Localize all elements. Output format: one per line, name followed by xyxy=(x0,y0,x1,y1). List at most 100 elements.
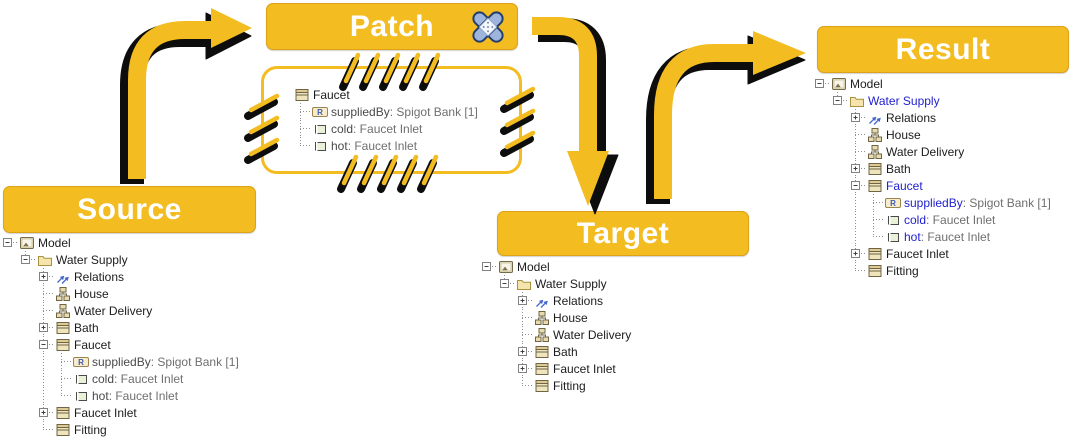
collapse-minus-icon[interactable] xyxy=(3,238,12,247)
expand-plus-icon[interactable] xyxy=(518,296,527,305)
tree-indent-guide xyxy=(833,177,851,194)
tree-connector xyxy=(518,360,534,377)
tree-node-label: Model xyxy=(850,76,883,91)
collapse-minus-icon[interactable] xyxy=(500,279,509,288)
port-icon xyxy=(885,212,901,228)
tree-indent-guide xyxy=(815,194,833,211)
tree-node-label: cold xyxy=(904,212,927,227)
tree-node-label: suppliedBy xyxy=(92,354,151,369)
collapse-minus-icon[interactable] xyxy=(833,96,842,105)
tree-node[interactable]: Relations xyxy=(3,268,239,285)
tree-node[interactable]: Faucet Inlet xyxy=(815,245,1051,262)
tree-node-label: Faucet xyxy=(313,87,350,102)
tree-node[interactable]: cold : Faucet Inlet xyxy=(278,120,478,137)
expand-plus-icon[interactable] xyxy=(851,249,860,258)
tree-node[interactable]: Water Delivery xyxy=(3,302,239,319)
tree-indent-guide xyxy=(851,228,869,245)
tree-indent-guide xyxy=(815,228,833,245)
class-icon xyxy=(534,361,550,377)
tree-node[interactable]: Water Supply xyxy=(815,92,1051,109)
tree-indent-guide xyxy=(833,143,851,160)
expand-plus-icon[interactable] xyxy=(39,323,48,332)
tree-node[interactable]: cold : Faucet Inlet xyxy=(3,370,239,387)
tree-node[interactable]: Water Delivery xyxy=(815,143,1051,160)
tree-node[interactable]: hot : Faucet Inlet xyxy=(278,137,478,154)
tree-node[interactable]: hot : Faucet Inlet xyxy=(3,387,239,404)
tree-node[interactable]: Fitting xyxy=(482,377,631,394)
tree-node[interactable]: Bath xyxy=(3,319,239,336)
tree-indent-guide xyxy=(482,309,500,326)
tree-indent-guide xyxy=(815,177,833,194)
collapse-minus-icon[interactable] xyxy=(482,262,491,271)
tree-node-type: : Spigot Bank [1] xyxy=(389,104,478,119)
class-icon xyxy=(294,87,310,103)
expand-plus-icon[interactable] xyxy=(851,113,860,122)
tree-node-label: Water Supply xyxy=(868,93,940,108)
expand-plus-icon[interactable] xyxy=(39,272,48,281)
expand-plus-icon[interactable] xyxy=(39,408,48,417)
tree-indent-guide xyxy=(482,360,500,377)
tree-connector xyxy=(869,211,885,228)
tree-node[interactable]: Faucet xyxy=(278,86,478,103)
expand-plus-icon[interactable] xyxy=(518,364,527,373)
tree-node[interactable]: Fitting xyxy=(3,421,239,438)
tree-indent-guide xyxy=(833,228,851,245)
tree-connector xyxy=(57,387,73,404)
result-banner-label: Result xyxy=(895,32,991,66)
tree-node[interactable]: Water Supply xyxy=(482,275,631,292)
tree-node[interactable]: cold : Faucet Inlet xyxy=(815,211,1051,228)
tree-node[interactable]: Model xyxy=(3,234,239,251)
tree-indent-guide xyxy=(815,262,833,279)
tree-node[interactable]: Relations xyxy=(815,109,1051,126)
collapse-minus-icon[interactable] xyxy=(39,340,48,349)
tree-node[interactable]: Faucet Inlet xyxy=(3,404,239,421)
collapse-minus-icon[interactable] xyxy=(851,181,860,190)
tree-node[interactable]: Faucet xyxy=(3,336,239,353)
expand-plus-icon[interactable] xyxy=(518,347,527,356)
tree-indent-guide xyxy=(3,319,21,336)
tree-indent-guide xyxy=(39,387,57,404)
tree-connector xyxy=(296,103,312,120)
tree-node[interactable]: Bath xyxy=(482,343,631,360)
tree-node-label: Fitting xyxy=(886,263,919,278)
tree-node[interactable]: Water Supply xyxy=(3,251,239,268)
tree-node-label: hot xyxy=(331,138,348,153)
tree-indent-guide xyxy=(21,302,39,319)
tree-node-type: : Spigot Bank [1] xyxy=(962,195,1051,210)
tree-node-label: suppliedBy xyxy=(904,195,963,210)
tree-node[interactable]: Faucet xyxy=(815,177,1051,194)
tree-connector xyxy=(21,251,37,268)
tree-indent-guide xyxy=(39,370,57,387)
tree-node[interactable]: Model xyxy=(815,75,1051,92)
tree-node-label: Faucet Inlet xyxy=(74,405,137,420)
tree-node-label: hot xyxy=(92,388,109,403)
collapse-minus-icon[interactable] xyxy=(815,79,824,88)
tree-node[interactable]: House xyxy=(482,309,631,326)
tree-connector xyxy=(482,258,498,275)
tree-indent-guide xyxy=(815,109,833,126)
tree-node[interactable]: Faucet Inlet xyxy=(482,360,631,377)
tree-node[interactable]: Model xyxy=(482,258,631,275)
tree-node[interactable]: House xyxy=(815,126,1051,143)
collapse-minus-icon[interactable] xyxy=(21,255,30,264)
tree-indent-guide xyxy=(21,404,39,421)
tree-node[interactable]: Fitting xyxy=(815,262,1051,279)
tree-indent-guide xyxy=(833,194,851,211)
tree-node[interactable]: Relations xyxy=(482,292,631,309)
class-icon xyxy=(867,246,883,262)
arrow-patch-to-target-icon xyxy=(532,17,619,215)
tree-connector xyxy=(296,137,312,154)
tree-node[interactable]: Bath xyxy=(815,160,1051,177)
tree-node[interactable]: House xyxy=(3,285,239,302)
tree-indent-guide xyxy=(482,343,500,360)
tree-node[interactable]: Water Delivery xyxy=(482,326,631,343)
tree-indent-guide xyxy=(833,245,851,262)
expand-plus-icon[interactable] xyxy=(851,164,860,173)
model-icon xyxy=(498,259,514,275)
tree-node[interactable]: hot : Faucet Inlet xyxy=(815,228,1051,245)
tree-node-label: Fitting xyxy=(74,422,107,437)
